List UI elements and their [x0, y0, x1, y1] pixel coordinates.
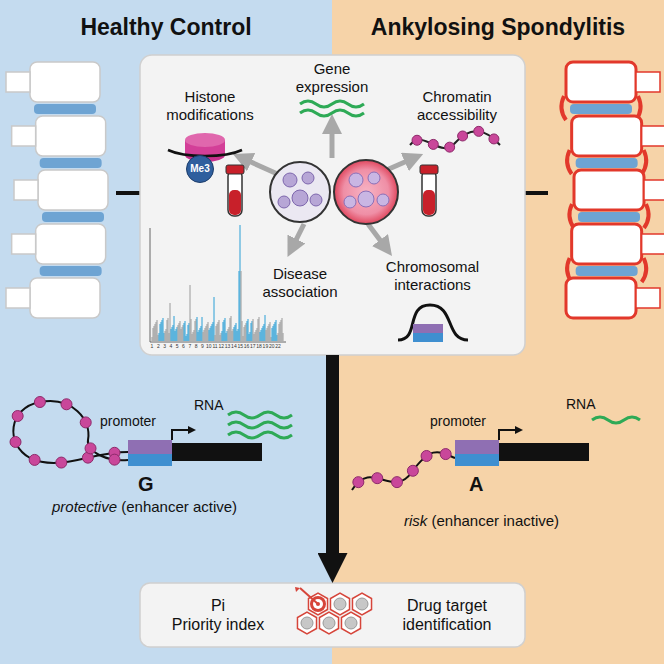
- group-heading: Healthy Control: [0, 14, 332, 42]
- gene-model: [128, 430, 262, 466]
- axis-tick: 5: [172, 343, 182, 349]
- axis-tick: 8: [191, 343, 201, 349]
- axis-tick: 22: [273, 343, 283, 349]
- target-icon: [295, 587, 372, 634]
- inflamed-cells: [334, 160, 398, 224]
- panel-ground: [140, 55, 525, 355]
- inflamed-spine: [561, 62, 664, 318]
- axis-tick: 1: [147, 343, 157, 349]
- rna-icon: [592, 417, 640, 423]
- axis-tick: 17: [248, 343, 258, 349]
- methyl-circle: Me3: [186, 155, 214, 183]
- axis-tick: 19: [260, 343, 270, 349]
- result-box: Pi Priority index Drug target identificat…: [140, 583, 525, 647]
- rna-icon: [300, 101, 364, 116]
- node-text: Pi Priority index: [148, 596, 288, 634]
- blood-tube: [226, 165, 244, 216]
- text-part: (enhancer active): [117, 498, 237, 515]
- axis-tick: 12: [216, 343, 226, 349]
- grey-arrow: [368, 224, 386, 248]
- healthy-spine: [6, 62, 108, 318]
- node-text: Chromosomal interactions: [375, 258, 490, 294]
- grey-arrow: [292, 224, 304, 248]
- chromatin-icon: [410, 126, 500, 152]
- axis-tick: 14: [229, 343, 239, 349]
- blood-tube: [420, 165, 438, 216]
- axis-tick: 10: [204, 343, 214, 349]
- text-part: (enhancer inactive): [427, 512, 559, 529]
- allele-label: G: [138, 472, 154, 496]
- allele-label: A: [469, 472, 483, 496]
- rna-label: RNA: [566, 396, 596, 413]
- axis-tick: 3: [160, 343, 170, 349]
- text-part: Pi: [148, 596, 288, 615]
- rna-icon: [228, 412, 292, 438]
- chromatin-loop: [10, 397, 128, 469]
- allele-effect: protective (enhancer active): [52, 498, 237, 516]
- chromatin-strand: [352, 449, 455, 490]
- result-ground: [140, 583, 525, 647]
- healthy-cells: [270, 162, 330, 222]
- axis-tick: 7: [185, 343, 195, 349]
- text-part: risk: [404, 512, 427, 529]
- node-text: Histone modifications: [155, 88, 265, 124]
- axis-tick: 13: [223, 343, 233, 349]
- axis-tick: 2: [153, 343, 163, 349]
- text-part: protective: [52, 498, 117, 515]
- group-heading: Ankylosing Spondylitis: [332, 14, 664, 42]
- data-panel: Histone modifications Gene expressionChro…: [140, 55, 525, 355]
- node-text: Gene expression: [287, 60, 377, 96]
- axis-tick: 9: [197, 343, 207, 349]
- flow-arrow: [326, 355, 339, 553]
- node-text: Me3: [190, 163, 209, 175]
- rna-label: RNA: [194, 397, 224, 414]
- axis-tick: 18: [254, 343, 264, 349]
- axis-tick: 6: [179, 343, 189, 349]
- axis-tick: 20: [267, 343, 277, 349]
- text-part: Priority index: [172, 616, 264, 633]
- node-text: Drug target identification: [372, 596, 522, 634]
- node-text: Chromatin accessibility: [407, 88, 507, 124]
- allele-effect: risk (enhancer inactive): [404, 512, 559, 530]
- region-label: promoter: [100, 413, 156, 430]
- gene-model: [455, 430, 589, 466]
- grey-arrow: [330, 124, 335, 158]
- axis-tick: 11: [210, 343, 220, 349]
- node-text: Disease association: [252, 265, 348, 301]
- axis-tick: 4: [166, 343, 176, 349]
- axis-tick: 16: [242, 343, 252, 349]
- axis-tick: 15: [235, 343, 245, 349]
- loop-icon: [398, 305, 468, 342]
- region-label: promoter: [430, 413, 486, 430]
